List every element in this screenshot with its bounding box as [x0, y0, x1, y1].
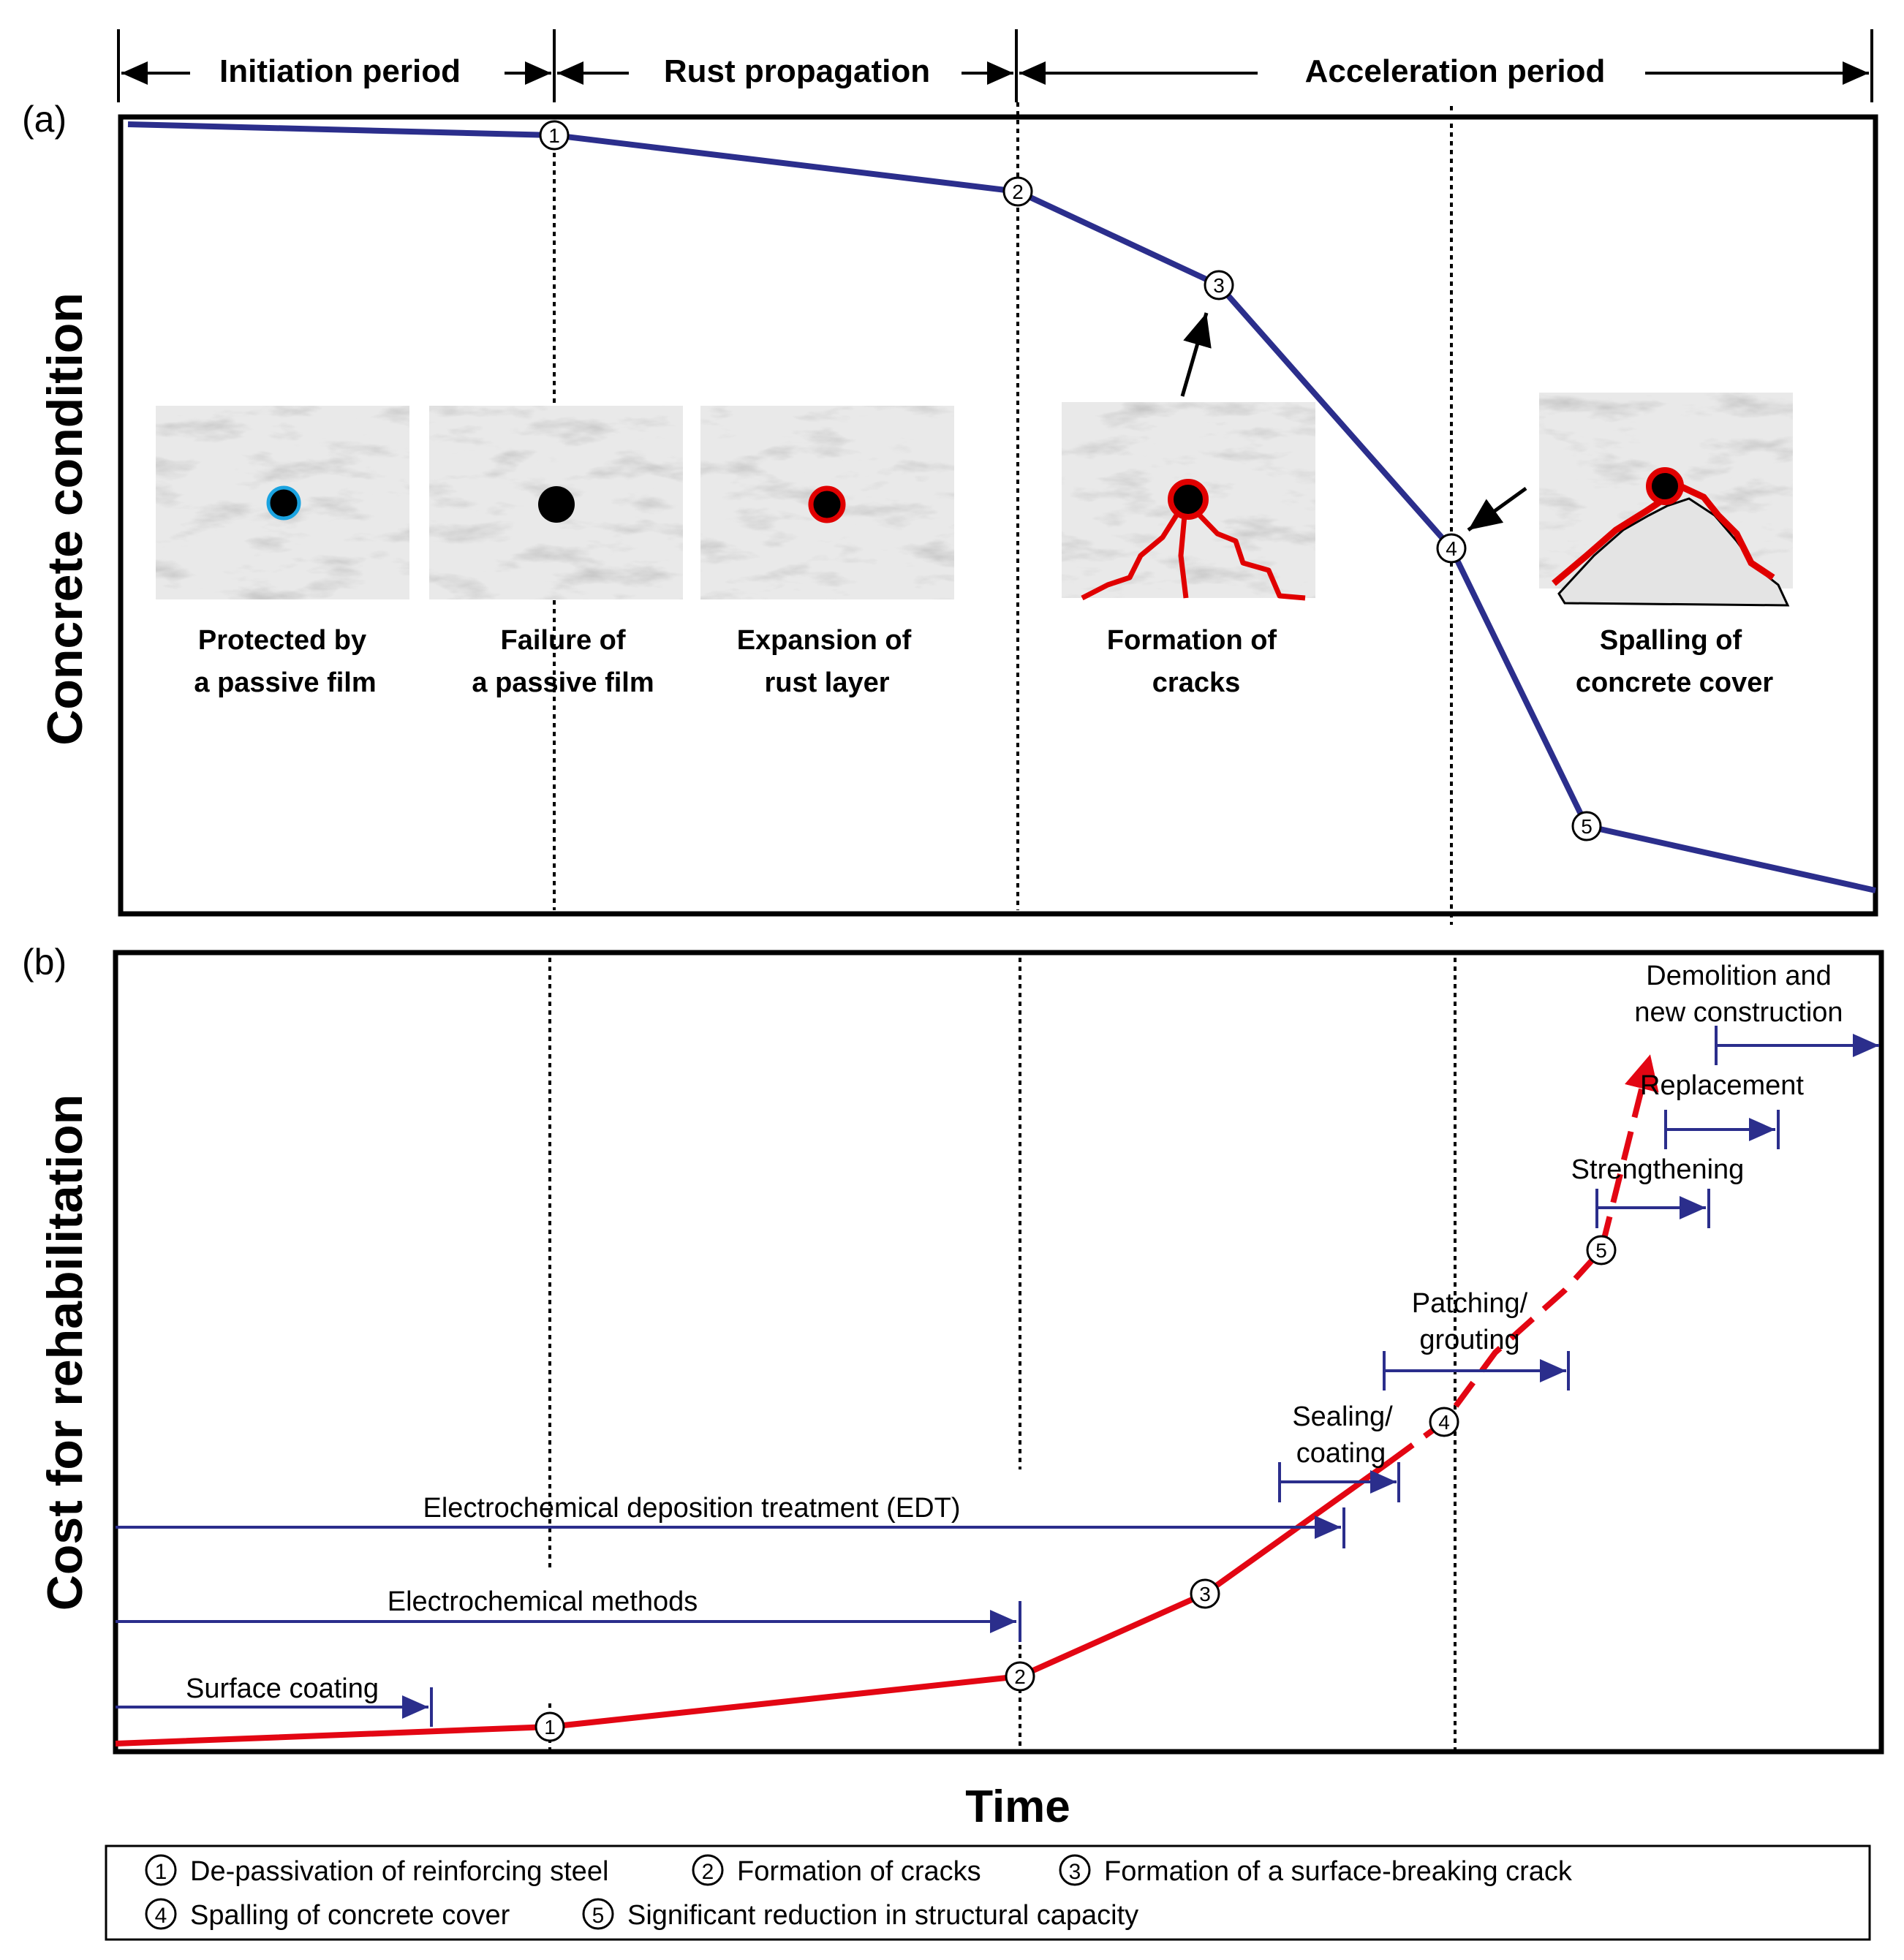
stage-caption: a passive film: [194, 667, 376, 698]
legend-marker: [582, 1898, 614, 1930]
stage-caption: a passive film: [472, 667, 654, 698]
method-label: Electrochemical deposition treatment (ED…: [423, 1493, 961, 1524]
period-header: [117, 29, 1873, 102]
rebar-icon: [538, 486, 575, 523]
marker-circle: [1586, 1235, 1617, 1265]
stage-image-3: [699, 404, 956, 601]
marker-circle: [1190, 1578, 1220, 1609]
marker-number: 1: [544, 1716, 556, 1738]
marker-circle: [539, 120, 570, 151]
marker-number: 2: [1014, 1665, 1026, 1688]
panel-a: (a) Initiation period Rust propagation A…: [22, 29, 1878, 925]
x-axis-label: Time: [965, 1782, 1070, 1832]
legend-text: Spalling of concrete cover: [190, 1900, 510, 1931]
method-label: coating: [1296, 1438, 1386, 1469]
period-label-propagation: Rust propagation: [664, 53, 930, 89]
panel-b-frame: [113, 950, 1884, 1755]
marker-number: 5: [1581, 815, 1593, 838]
marker-circle: [534, 1711, 565, 1742]
marker-number: 2: [1012, 181, 1024, 203]
panel-a-label: (a): [22, 99, 67, 140]
stage-image-2: [428, 404, 684, 601]
legend-number: 2: [702, 1860, 714, 1884]
marker-number: 4: [1438, 1411, 1450, 1434]
panel-a-frame: [118, 114, 1878, 917]
legend-marker: [145, 1854, 177, 1886]
period-label-acceleration: Acceleration period: [1305, 53, 1606, 89]
panel-b: (b) Cost for rehabilitation: [22, 942, 1884, 1755]
marker-circle: [1005, 1661, 1035, 1692]
rust-layer-icon: [1646, 467, 1684, 505]
stage-caption: Formation of: [1107, 625, 1277, 656]
panel-b-ylabel: Cost for rehabilitation: [37, 1094, 93, 1611]
stage-caption: Protected by: [198, 625, 366, 656]
legend-number: 1: [155, 1860, 167, 1884]
stage-caption: rust layer: [764, 667, 889, 698]
marker-number: 4: [1446, 537, 1457, 560]
legend-text: Formation of a surface-breaking crack: [1104, 1856, 1573, 1887]
crack-lines: [1680, 483, 1775, 580]
legend-number: 3: [1069, 1860, 1081, 1884]
method-label: Demolition and: [1646, 961, 1831, 991]
marker-number: 3: [1199, 1583, 1211, 1605]
marker-circle: [1002, 176, 1033, 207]
method-label: Surface coating: [186, 1673, 379, 1704]
stage-image-5: [1538, 391, 1794, 607]
marker-circle: [1429, 1407, 1459, 1437]
legend-text: Formation of cracks: [737, 1856, 981, 1887]
marker-circle: [1436, 533, 1467, 564]
method-label: Electrochemical methods: [388, 1586, 698, 1617]
marker-circle: [1571, 811, 1602, 841]
method-label: Replacement: [1640, 1070, 1804, 1101]
marker-number: 1: [548, 124, 560, 147]
method-label: Strengthening: [1571, 1154, 1745, 1185]
panel-a-ylabel: Concrete condition: [37, 292, 93, 746]
method-label: grouting: [1419, 1325, 1519, 1355]
legend-marker: [145, 1898, 177, 1930]
pointer-arrow: [1467, 486, 1527, 532]
stage-caption: Failure of: [500, 625, 625, 656]
crack-lines: [1081, 510, 1306, 601]
legend-box: [105, 1844, 1871, 1941]
marker-number: 3: [1213, 274, 1225, 297]
rust-layer-icon: [808, 485, 846, 523]
legend-text: De-passivation of reinforcing steel: [190, 1856, 608, 1887]
pointer-arrow: [1180, 312, 1212, 397]
method-label: new construction: [1634, 997, 1843, 1028]
legend-marker: [692, 1854, 724, 1886]
stage-caption: cracks: [1152, 667, 1240, 698]
panel-b-label: (b): [22, 942, 67, 983]
legend-text: Significant reduction in structural capa…: [627, 1900, 1138, 1931]
legend: 1 De-passivation of reinforcing steel 2 …: [105, 1844, 1871, 1941]
stage-caption: Expansion of: [737, 625, 912, 656]
stage-image-4: [1060, 401, 1317, 601]
stage-caption: concrete cover: [1576, 667, 1774, 698]
passive-film-ring: [266, 485, 301, 521]
stage-caption: Spalling of: [1600, 625, 1742, 656]
legend-marker: [1059, 1854, 1091, 1886]
legend-number: 5: [592, 1904, 605, 1928]
rebar-icon: [268, 488, 299, 518]
marker-number: 5: [1595, 1239, 1607, 1262]
method-ranges: [116, 1026, 1879, 1727]
method-label: Patching/: [1412, 1288, 1528, 1319]
rust-layer-icon: [1168, 479, 1209, 520]
marker-circle: [1204, 270, 1234, 300]
method-label: Sealing/: [1292, 1401, 1393, 1432]
legend-number: 4: [155, 1904, 167, 1928]
period-label-initiation: Initiation period: [219, 53, 461, 89]
stage-image-1: [154, 404, 411, 601]
